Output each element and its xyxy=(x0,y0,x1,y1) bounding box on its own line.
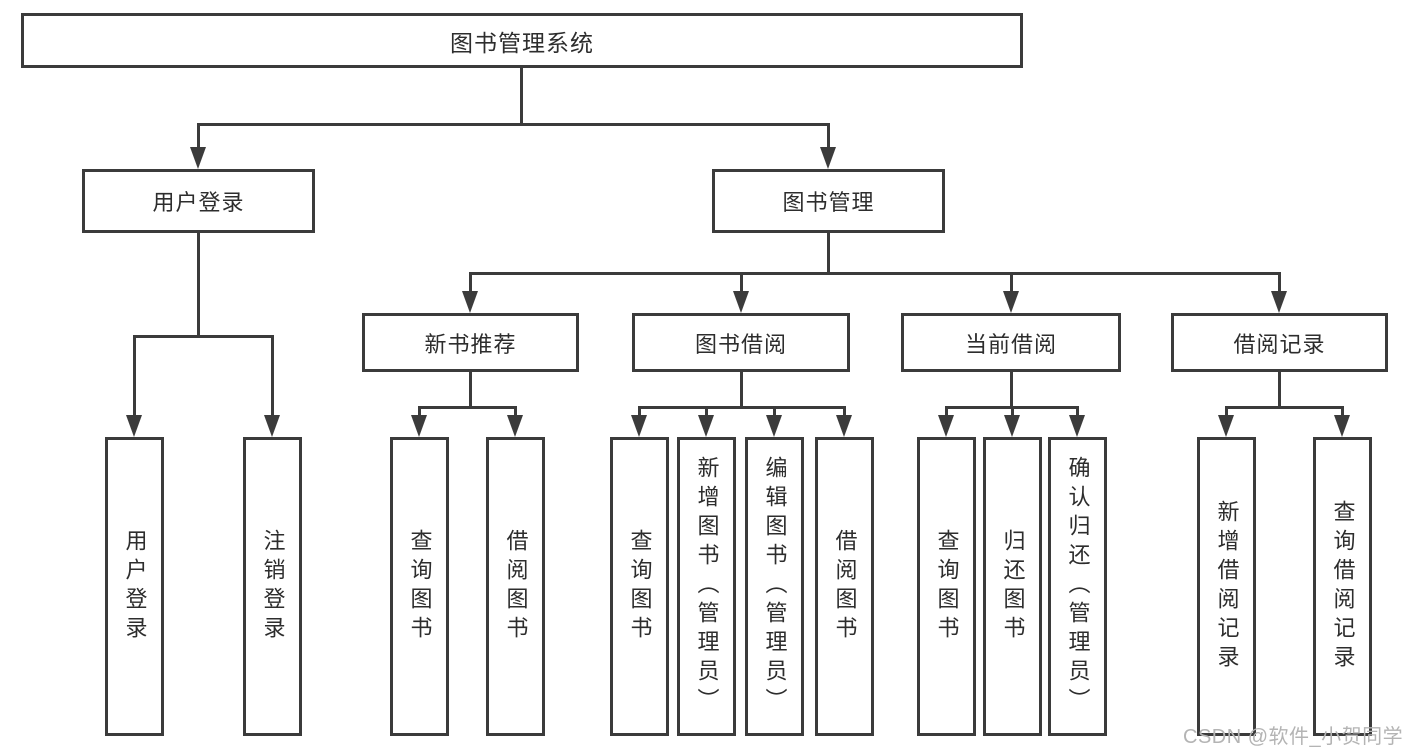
leaf-query-books-borrow: 查询图书 xyxy=(610,437,669,736)
arrow-down-icon xyxy=(126,415,142,437)
node-label: 查询图书 xyxy=(627,528,653,645)
leaf-logout: 注销登录 xyxy=(243,437,302,736)
connector-drop xyxy=(773,406,776,418)
leaf-query-borrow-record: 查询借阅记录 xyxy=(1313,437,1372,736)
leaf-borrow-books-recommend: 借阅图书 xyxy=(486,437,545,736)
leaf-confirm-return-admin: 确认归还（管理员） xyxy=(1048,437,1107,736)
node-label: 查询图书 xyxy=(934,528,960,645)
node-book-management: 图书管理 xyxy=(712,169,945,233)
node-label: 用户登录 xyxy=(122,528,148,645)
node-library-management-system: 图书管理系统 xyxy=(21,13,1023,68)
connector-drop xyxy=(705,406,708,418)
arrow-down-icon xyxy=(1334,415,1350,437)
connector-login-stem xyxy=(197,233,200,337)
node-label: 新书推荐 xyxy=(424,331,517,357)
arrow-down-icon xyxy=(820,147,836,169)
connector-drop-current xyxy=(1010,272,1013,294)
node-label: 新增图书（管理员） xyxy=(694,456,720,717)
arrow-down-icon xyxy=(836,415,852,437)
arrow-down-icon xyxy=(631,415,647,437)
node-label: 归还图书 xyxy=(1000,528,1026,645)
arrow-down-icon xyxy=(1218,415,1234,437)
connector-drop-records xyxy=(1278,272,1281,294)
connector-bookmgmt-stem xyxy=(827,233,830,274)
arrow-down-icon xyxy=(1003,291,1019,313)
connector-drop xyxy=(843,406,846,418)
leaf-user-login: 用户登录 xyxy=(105,437,164,736)
connector-drop-recommend xyxy=(469,272,472,294)
connector-drop xyxy=(418,406,421,418)
connector-bookmgmt-bar xyxy=(469,272,1281,275)
connector-recommend-stem xyxy=(469,372,472,408)
connector-records-stem xyxy=(1278,372,1281,408)
connector-drop-logout-leaf xyxy=(271,335,274,419)
connector-drop xyxy=(1225,406,1228,418)
arrow-down-icon xyxy=(264,415,280,437)
leaf-add-books-admin: 新增图书（管理员） xyxy=(677,437,736,736)
connector-borrow-stem xyxy=(740,372,743,408)
arrow-down-icon xyxy=(1271,291,1287,313)
node-label: 查询借阅记录 xyxy=(1330,499,1356,674)
node-label: 新增借阅记录 xyxy=(1214,499,1240,674)
arrow-down-icon xyxy=(938,415,954,437)
connector-drop-book-management xyxy=(827,123,830,150)
node-label: 图书管理 xyxy=(782,190,875,215)
arrow-down-icon xyxy=(698,415,714,437)
connector-root-stem xyxy=(520,68,523,125)
leaf-return-books: 归还图书 xyxy=(983,437,1042,736)
node-label: 注销登录 xyxy=(260,528,286,645)
connector-borrow-bar xyxy=(638,406,846,409)
connector-drop xyxy=(945,406,948,418)
node-label: 确认归还（管理员） xyxy=(1065,456,1091,717)
node-label: 借阅记录 xyxy=(1233,331,1326,357)
connector-drop xyxy=(514,406,517,418)
connector-records-bar xyxy=(1225,406,1344,409)
node-user-login: 用户登录 xyxy=(82,169,315,233)
connector-drop xyxy=(638,406,641,418)
node-label: 图书管理系统 xyxy=(450,29,594,56)
node-label: 当前借阅 xyxy=(964,331,1057,357)
arrow-down-icon xyxy=(766,415,782,437)
connector-drop-borrow xyxy=(740,272,743,294)
node-book-borrowing: 图书借阅 xyxy=(632,313,850,372)
arrow-down-icon xyxy=(1069,415,1085,437)
connector-root-bar xyxy=(197,123,830,126)
leaf-edit-books-admin: 编辑图书（管理员） xyxy=(745,437,804,736)
node-label: 查询图书 xyxy=(407,528,433,645)
connector-drop xyxy=(1076,406,1079,418)
leaf-query-books-current: 查询图书 xyxy=(917,437,976,736)
node-label: 借阅图书 xyxy=(832,528,858,645)
connector-login-bar xyxy=(133,335,274,338)
connector-drop xyxy=(1011,406,1014,418)
node-borrowing-records: 借阅记录 xyxy=(1171,313,1388,372)
leaf-query-books-recommend: 查询图书 xyxy=(390,437,449,736)
node-label: 借阅图书 xyxy=(503,528,529,645)
connector-recommend-bar xyxy=(418,406,517,409)
arrow-down-icon xyxy=(507,415,523,437)
connector-current-stem xyxy=(1010,372,1013,408)
connector-drop-user-login xyxy=(197,123,200,150)
leaf-borrow-books: 借阅图书 xyxy=(815,437,874,736)
leaf-add-borrow-record: 新增借阅记录 xyxy=(1197,437,1256,736)
node-label: 图书借阅 xyxy=(694,331,787,357)
arrow-down-icon xyxy=(190,147,206,169)
arrow-down-icon xyxy=(411,415,427,437)
arrow-down-icon xyxy=(1004,415,1020,437)
node-label: 编辑图书（管理员） xyxy=(762,456,788,717)
node-new-book-recommend: 新书推荐 xyxy=(362,313,579,372)
connector-drop-login-leaf xyxy=(133,335,136,419)
csdn-watermark: CSDN @软件_小贺同学 xyxy=(1183,726,1404,747)
node-current-borrowing: 当前借阅 xyxy=(901,313,1121,372)
arrow-down-icon xyxy=(733,291,749,313)
connector-drop xyxy=(1341,406,1344,418)
arrow-down-icon xyxy=(462,291,478,313)
node-label: 用户登录 xyxy=(152,190,245,215)
